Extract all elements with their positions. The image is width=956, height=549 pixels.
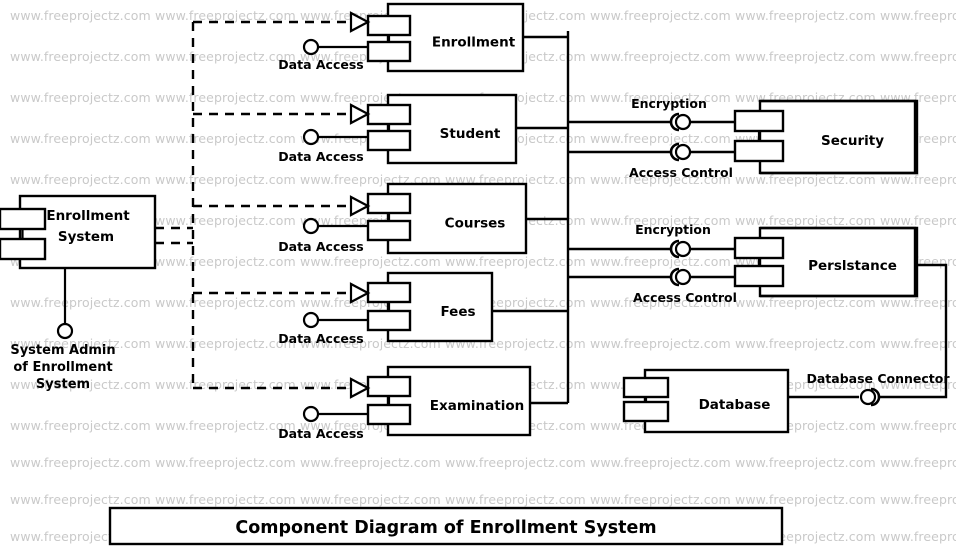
diagram-title: Component Diagram of Enrollment System (235, 518, 656, 538)
service-tab-perslstance-2[interactable] (733, 264, 785, 288)
assembly-label-security-access-control: Access Control (629, 165, 733, 180)
enrollment-system-tab-2[interactable] (0, 237, 47, 261)
database-connector-ball[interactable] (859, 388, 877, 406)
provided-interface-lollipop-student[interactable] (302, 128, 320, 146)
component-tab-examination-2[interactable] (366, 403, 412, 426)
enrollment-system-label-line2: System (58, 229, 114, 245)
assembly-ball-security-encryption[interactable] (674, 113, 692, 131)
service-tab-security-2[interactable] (733, 139, 785, 163)
provided-interface-label-fees: Data Access (278, 331, 363, 346)
database-tab-1[interactable] (622, 376, 670, 399)
assembly-label-perslstance-access-control: Access Control (633, 290, 737, 305)
component-tab-courses-1[interactable] (366, 192, 412, 215)
provided-interface-label-courses: Data Access (278, 239, 363, 254)
component-label-examination: Examination (430, 398, 524, 414)
database-tab-2[interactable] (622, 400, 670, 423)
component-label-student: Student (440, 126, 501, 142)
dependency-arrowhead-fees (349, 282, 371, 304)
title-bar-box[interactable] (108, 506, 784, 546)
component-tab-fees-2[interactable] (366, 309, 412, 332)
database-label: Database (699, 397, 771, 413)
assembly-label-perslstance-encryption: Encryption (635, 222, 711, 237)
assembly-ball-security-access-control[interactable] (674, 143, 692, 161)
component-tab-enrollment-2[interactable] (366, 40, 412, 63)
enrollment-system-tab-1[interactable] (0, 207, 47, 231)
component-label-fees: Fees (440, 304, 475, 320)
system-admin-label-line2: of Enrollment (13, 360, 112, 375)
component-label-courses: Courses (445, 216, 506, 232)
service-label-perslstance: Perslstance (808, 258, 897, 274)
dependency-arrowhead-courses (349, 195, 371, 217)
service-tab-perslstance-1[interactable] (733, 236, 785, 260)
service-label-security: Security (821, 133, 884, 149)
system-admin-label-line3: System (36, 377, 90, 392)
assembly-socket-perslstance-encryption (669, 239, 680, 259)
provided-interface-label-examination: Data Access (278, 426, 363, 441)
dependency-arrowhead-student (349, 103, 371, 125)
system-admin-lollipop-icon[interactable] (56, 322, 74, 340)
assembly-label-security-encryption: Encryption (631, 96, 707, 111)
provided-interface-lollipop-fees[interactable] (302, 311, 320, 329)
database-connector-label: Database Connector (806, 371, 950, 386)
enrollment-system-label-line1: Enrollment (46, 208, 130, 224)
service-loop-perslstance (760, 226, 919, 298)
provided-interface-lollipop-examination[interactable] (302, 405, 320, 423)
assembly-socket-perslstance-access-control (669, 267, 680, 287)
provided-interface-label-student: Data Access (278, 149, 363, 164)
component-label-enrollment: Enrollment (432, 35, 516, 51)
component-tab-fees-1[interactable] (366, 281, 412, 304)
provided-interface-lollipop-enrollment[interactable] (302, 38, 320, 56)
component-tab-enrollment-1[interactable] (366, 14, 412, 37)
component-tab-examination-1[interactable] (366, 375, 412, 398)
dependency-arrowhead-enrollment (349, 11, 371, 33)
system-admin-label-line1: System Admin (10, 343, 115, 358)
dependency-arrowhead-examination (349, 377, 371, 399)
provided-interface-label-enrollment: Data Access (278, 57, 363, 72)
component-tab-courses-2[interactable] (366, 219, 412, 242)
service-tab-security-1[interactable] (733, 109, 785, 133)
component-tab-student-1[interactable] (366, 103, 412, 126)
provided-interface-lollipop-courses[interactable] (302, 217, 320, 235)
service-loop-security (760, 99, 919, 175)
assembly-ball-perslstance-access-control[interactable] (674, 268, 692, 286)
assembly-socket-security-encryption (669, 112, 680, 132)
component-tab-student-2[interactable] (366, 129, 412, 152)
database-connector-socket (870, 387, 881, 407)
assembly-socket-security-access-control (669, 142, 680, 162)
persistance-database-feed (878, 263, 948, 399)
component-box-examination[interactable] (386, 365, 532, 437)
assembly-ball-perslstance-encryption[interactable] (674, 240, 692, 258)
